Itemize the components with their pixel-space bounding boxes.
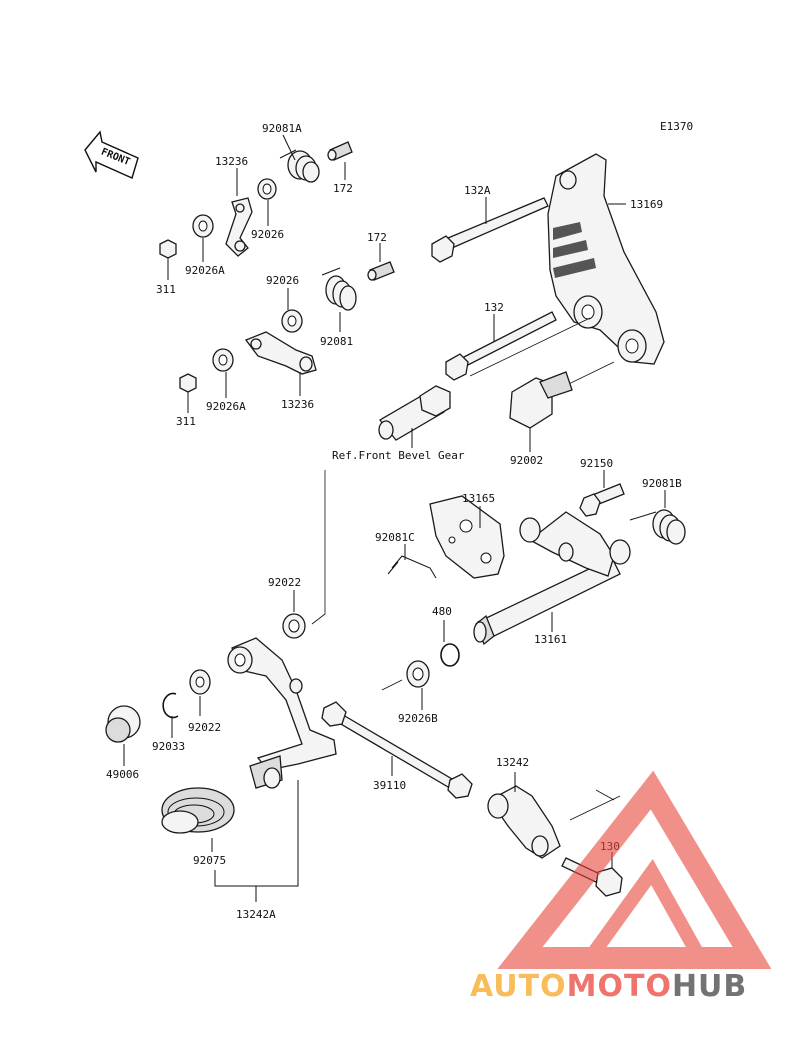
label-39110: 39110: [373, 779, 406, 792]
label-13242: 13242: [496, 756, 529, 769]
bolt-132: [445, 311, 557, 381]
rubber-grip-92075: [161, 787, 235, 834]
watermark-text: AUTOMOTOHUB: [470, 969, 747, 1004]
label-13165: 13165: [462, 492, 495, 505]
arm-13236-top: [225, 197, 253, 257]
nut-311-top: [159, 239, 177, 259]
washer-92026b: [406, 660, 430, 688]
label-92026-mid: 92026: [266, 274, 299, 287]
watermark-auto: AUTO: [470, 969, 567, 1004]
washer-92022-upper: [282, 613, 306, 639]
watermark-moto: MOTO: [567, 969, 672, 1004]
label-92081: 92081: [320, 335, 353, 348]
shaft-ref-front-bevel-gear: [378, 385, 451, 441]
bolt-132a: [431, 197, 549, 263]
label-92081b: 92081B: [642, 477, 682, 490]
label-92022-lower: 92022: [188, 721, 221, 734]
label-311-bottom: 311: [176, 415, 196, 428]
nut-311-bottom: [179, 373, 197, 393]
label-132a: 132A: [464, 184, 491, 197]
label-92022-upper: 92022: [268, 576, 301, 589]
pin-92150: [579, 483, 625, 517]
label-480: 480: [432, 605, 452, 618]
washer-92026a-top: [192, 214, 214, 238]
label-92081c: 92081C: [375, 531, 415, 544]
pedal-lever-13242a: [227, 637, 337, 789]
bracket-13169: [547, 153, 665, 365]
label-172-top: 172: [333, 182, 353, 195]
label-92081a: 92081A: [262, 122, 302, 135]
arm-13236-bottom: [244, 331, 317, 375]
reference-note: Ref.Front Bevel Gear: [332, 449, 465, 462]
diagram-code: E1370: [660, 120, 693, 133]
spring-92081a: [279, 149, 320, 183]
label-92026a-top: 92026A: [185, 264, 225, 277]
washer-92026a-bottom: [212, 348, 234, 372]
label-132: 132: [484, 301, 504, 314]
label-13169: 13169: [630, 198, 663, 211]
label-92075: 92075: [193, 854, 226, 867]
shaft-13161: [473, 511, 631, 646]
front-arrow-icon: FRONT: [84, 130, 139, 179]
bolt-92002: [509, 371, 573, 429]
plate-13165: [429, 495, 505, 579]
label-13242a: 13242A: [236, 908, 276, 921]
label-172-mid: 172: [367, 231, 387, 244]
label-13161: 13161: [534, 633, 567, 646]
watermark-logo: [497, 770, 772, 969]
spring-92081b: [629, 509, 686, 545]
circlip-480: [440, 643, 460, 667]
label-311-top: 311: [156, 283, 176, 296]
eclip-92033: [162, 692, 179, 719]
pin-172-top: [327, 141, 353, 161]
clip-92081c: [387, 555, 437, 579]
label-92026-top: 92026: [251, 228, 284, 241]
washer-92026-mid: [281, 309, 303, 333]
label-13236-bottom: 13236: [281, 398, 314, 411]
cap-49006: [105, 705, 141, 743]
pin-172-mid: [367, 261, 395, 281]
tie-rod-39110: [321, 701, 473, 799]
spring-92081: [321, 267, 357, 311]
label-49006: 49006: [106, 768, 139, 781]
label-92026b: 92026B: [398, 712, 438, 725]
washer-92022-lower: [189, 669, 211, 695]
label-92150: 92150: [580, 457, 613, 470]
label-13236-top: 13236: [215, 155, 248, 168]
label-92002: 92002: [510, 454, 543, 467]
watermark-hub: HUB: [672, 969, 747, 1004]
washer-92026-top: [257, 178, 277, 200]
label-92026a-bottom: 92026A: [206, 400, 246, 413]
label-92033: 92033: [152, 740, 185, 753]
crank-13242: [487, 785, 561, 859]
